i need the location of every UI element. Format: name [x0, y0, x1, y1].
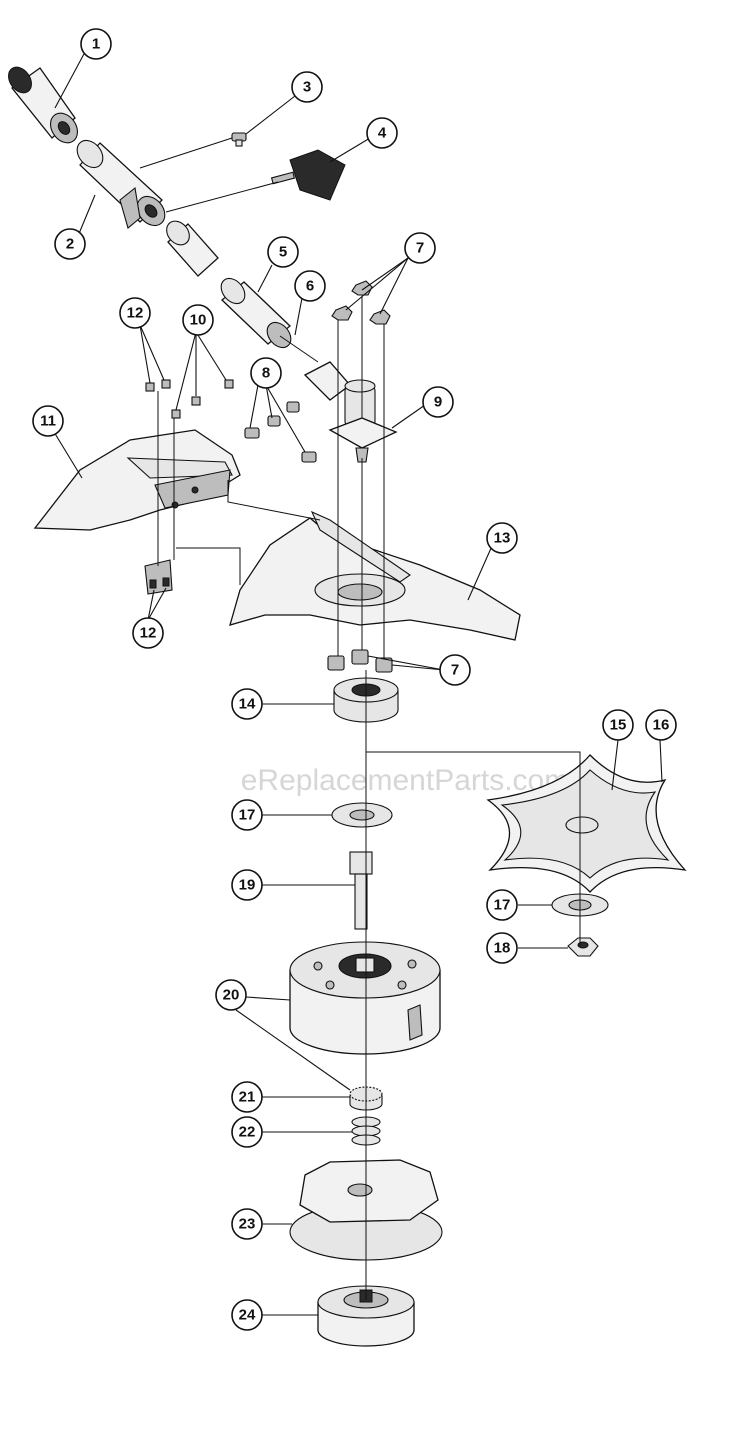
callout-7-top: 7	[404, 232, 436, 264]
callout-8: 8	[250, 357, 282, 389]
svg-text:4: 4	[378, 125, 387, 142]
callout-2: 2	[54, 228, 86, 260]
part-9-gear-head	[303, 361, 398, 463]
svg-text:11: 11	[40, 413, 56, 430]
callout-22: 22	[231, 1116, 263, 1148]
part-18-nut	[567, 937, 599, 957]
callout-23: 23	[231, 1208, 263, 1240]
svg-text:17: 17	[494, 897, 511, 914]
svg-text:3: 3	[303, 79, 311, 96]
callout-16: 16	[645, 709, 677, 741]
part-8-bolts	[244, 401, 317, 463]
svg-text:13: 13	[494, 530, 511, 547]
callout-24: 24	[231, 1299, 263, 1331]
callout-12-top: 12	[119, 297, 151, 329]
callout-6: 6	[294, 270, 326, 302]
part-10-screws	[145, 379, 234, 419]
callout-5: 5	[267, 236, 299, 268]
svg-text:22: 22	[239, 1124, 256, 1141]
svg-text:15: 15	[610, 717, 627, 734]
callout-17-left: 17	[231, 799, 263, 831]
part-12-bracket	[144, 559, 173, 595]
callout-19: 19	[231, 869, 263, 901]
part-13-lower-guard	[229, 510, 521, 641]
part-3-screw	[231, 132, 247, 147]
callout-14: 14	[231, 688, 263, 720]
svg-text:23: 23	[239, 1216, 256, 1233]
callout-13: 13	[486, 522, 518, 554]
svg-text:18: 18	[494, 940, 511, 957]
svg-text:9: 9	[434, 394, 442, 411]
svg-text:14: 14	[239, 696, 256, 713]
svg-text:8: 8	[262, 365, 270, 382]
watermark: eReplacementParts.com	[241, 764, 569, 797]
callout-9: 9	[422, 386, 454, 418]
svg-text:5: 5	[279, 244, 287, 261]
svg-text:6: 6	[306, 278, 314, 295]
svg-text:20: 20	[223, 987, 240, 1004]
callout-17-right: 17	[486, 889, 518, 921]
callout-18: 18	[486, 932, 518, 964]
svg-text:12: 12	[140, 625, 157, 642]
part-24-bump-knob	[317, 1285, 415, 1347]
svg-text:7: 7	[451, 662, 459, 679]
svg-text:16: 16	[653, 717, 670, 734]
svg-text:19: 19	[239, 877, 256, 894]
part-15-16-blade	[486, 754, 687, 893]
svg-text:7: 7	[416, 240, 424, 257]
leader-lines	[53, 51, 663, 1316]
callout-1: 1	[80, 28, 112, 60]
part-2-coupler-housing	[76, 139, 166, 229]
svg-text:10: 10	[190, 312, 207, 329]
part-19-spindle	[349, 851, 373, 930]
part-20-hub-housing	[289, 941, 441, 1055]
callout-12-bottom: 12	[132, 617, 164, 649]
svg-text:12: 12	[127, 305, 144, 322]
assembly-lines	[139, 137, 581, 1300]
part-5-damper-sleeve	[166, 220, 292, 349]
svg-text:21: 21	[239, 1089, 256, 1106]
svg-text:2: 2	[66, 236, 74, 253]
callout-15: 15	[602, 709, 634, 741]
callout-7-bottom: 7	[439, 654, 471, 686]
callout-11: 11	[32, 405, 64, 437]
callout-20: 20	[215, 979, 247, 1011]
part-4-knob	[270, 149, 346, 201]
callout-4: 4	[366, 117, 398, 149]
part-17-washer-left	[331, 802, 393, 828]
svg-text:1: 1	[92, 36, 100, 53]
part-6-drive-shaft	[279, 335, 319, 363]
callout-10: 10	[182, 304, 214, 336]
part-1-shaft-tube	[8, 66, 78, 144]
part-11-upper-guard	[33, 429, 241, 531]
callout-21: 21	[231, 1081, 263, 1113]
callout-3: 3	[291, 71, 323, 103]
svg-text:17: 17	[239, 807, 256, 824]
svg-text:24: 24	[239, 1307, 256, 1324]
